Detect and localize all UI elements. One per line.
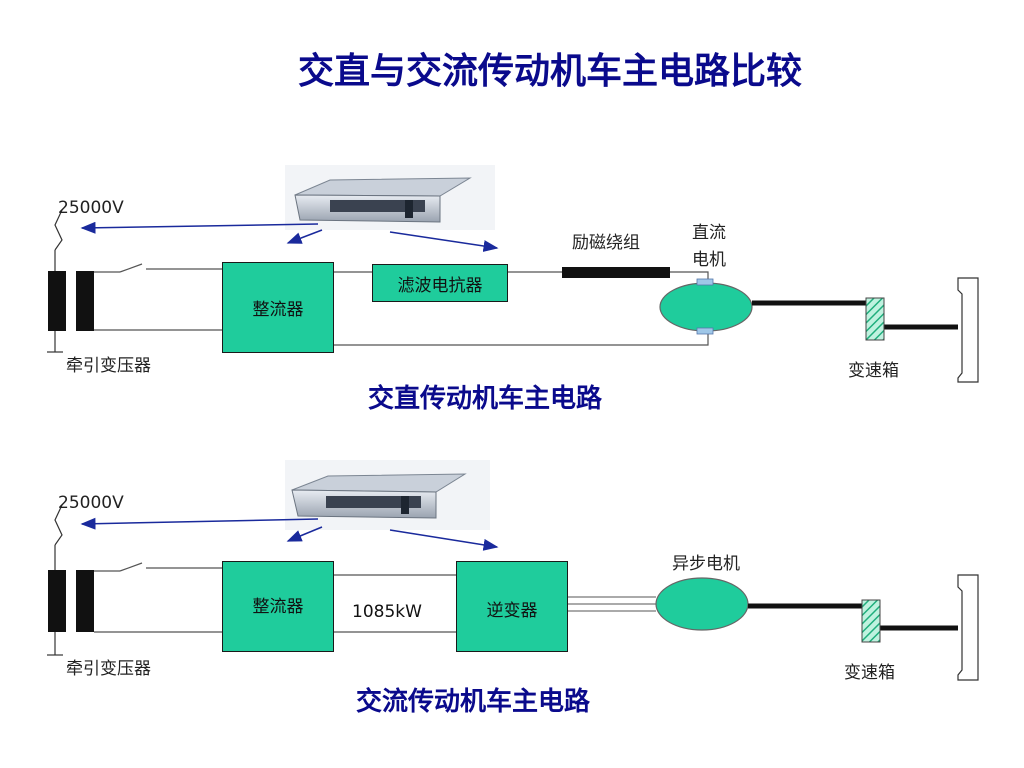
gearbox-label: 变速箱	[844, 663, 895, 683]
power-label: 1085kW	[352, 602, 422, 622]
wheel-icon	[957, 277, 979, 383]
induction-motor-label: 异步电机	[672, 554, 740, 574]
gearbox-label: 变速箱	[848, 361, 899, 381]
dc-motor-label-line1: 直流	[692, 223, 726, 243]
excitation-winding-label: 励磁绕组	[572, 233, 640, 253]
pantograph-icon	[54, 209, 63, 251]
feedback-arrow	[286, 526, 323, 542]
ac-ac-caption: 交流传动机车主电路	[356, 687, 591, 717]
ac-ac-circuit	[47, 460, 979, 681]
control-arrow	[389, 529, 499, 551]
rectifier-box: 整流器	[222, 561, 334, 652]
filter-reactor-box: 滤波电抗器	[372, 264, 508, 302]
gearbox-icon	[861, 599, 881, 643]
voltage-label: 25000V	[58, 493, 124, 513]
transformer-label: 牵引变压器	[66, 356, 151, 376]
switch-icon	[119, 562, 143, 572]
pantograph-icon	[54, 504, 63, 546]
dc-motor-icon	[659, 282, 753, 332]
feedback-arrow	[80, 221, 319, 234]
wheel-icon	[957, 574, 979, 681]
transformer-secondary-coil	[76, 570, 94, 632]
feedback-arrow	[286, 229, 323, 244]
dc-motor-label-line2: 电机	[692, 250, 726, 270]
ac-dc-circuit	[47, 165, 979, 383]
transformer-primary-coil	[48, 570, 66, 632]
control-unit-image	[285, 165, 495, 230]
control-arrow	[389, 231, 499, 252]
feedback-arrow	[80, 517, 319, 530]
inverter-box: 逆变器	[456, 561, 568, 652]
transformer-secondary-coil	[76, 271, 94, 331]
excitation-winding	[562, 267, 670, 278]
rectifier-box: 整流器	[222, 262, 334, 353]
control-unit-image	[285, 460, 490, 530]
gearbox-icon	[865, 297, 885, 341]
transformer-primary-coil	[48, 271, 66, 331]
page-title: 交直与交流传动机车主电路比较	[297, 51, 802, 92]
induction-motor-icon	[655, 577, 749, 631]
switch-icon	[119, 263, 143, 273]
voltage-label: 25000V	[58, 198, 124, 218]
transformer-label: 牵引变压器	[66, 659, 151, 679]
ac-dc-caption: 交直传动机车主电路	[368, 384, 603, 414]
